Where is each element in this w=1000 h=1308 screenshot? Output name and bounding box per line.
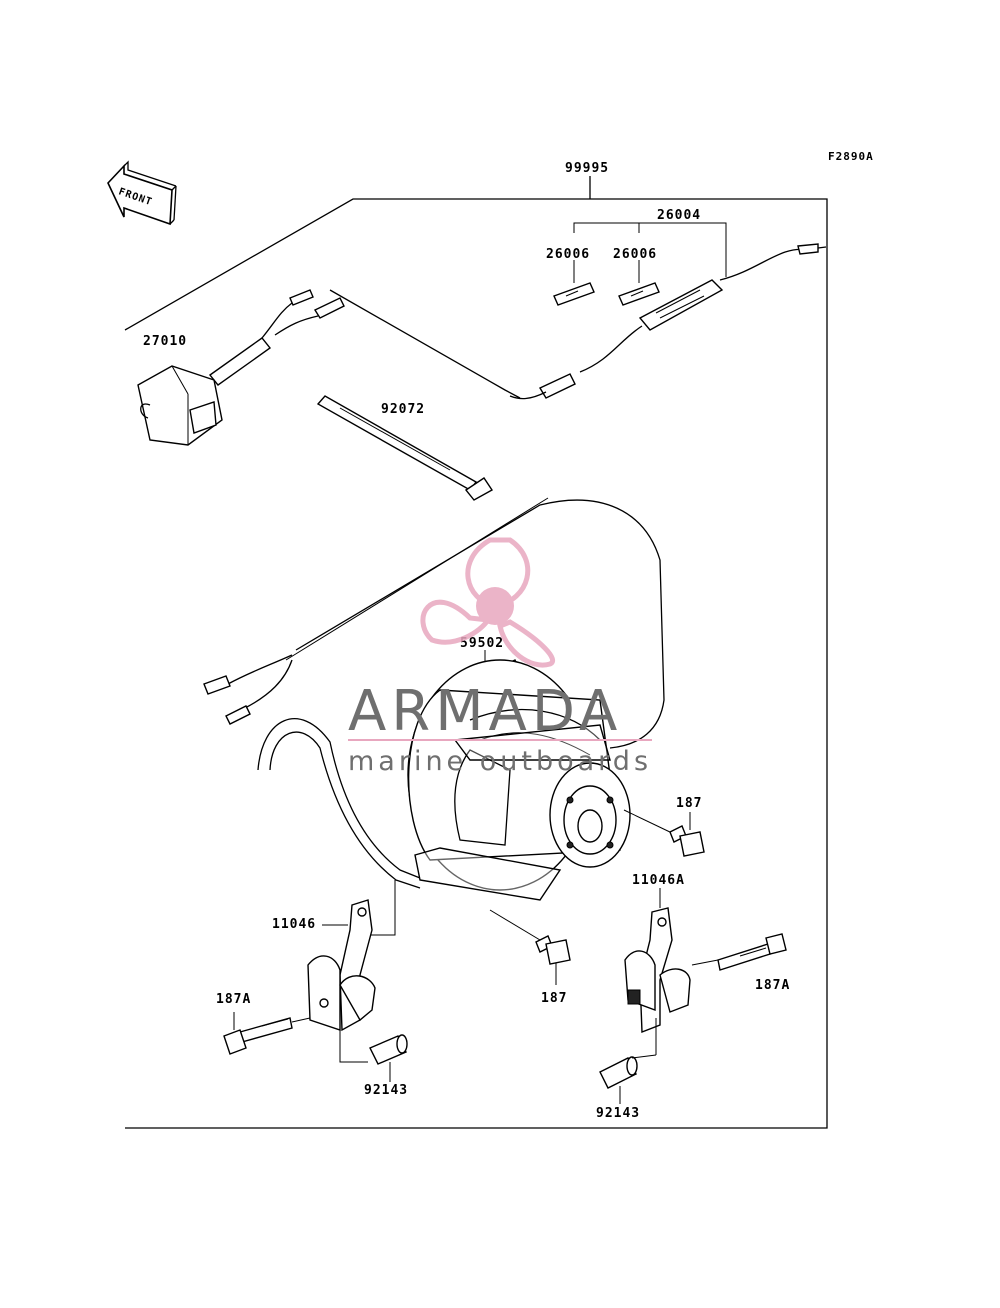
cable-tie xyxy=(316,395,494,501)
bracket-left xyxy=(307,880,396,1063)
fuse-left xyxy=(553,260,595,306)
watermark-subtitle: marine outboards xyxy=(348,746,652,777)
label-26004: 26004 xyxy=(657,208,701,223)
label-26006-left: 26006 xyxy=(546,247,590,262)
fuse-holder-harness xyxy=(509,222,827,400)
bolt-187-lower xyxy=(489,909,571,985)
label-59502: 59502 xyxy=(460,636,504,651)
label-92143-right: 92143 xyxy=(596,1106,640,1121)
label-187-lower: 187 xyxy=(541,991,567,1006)
label-92072: 92072 xyxy=(381,402,425,417)
label-26006-right: 26006 xyxy=(613,247,657,262)
label-27010: 27010 xyxy=(143,334,187,349)
switch-unit xyxy=(137,289,521,446)
long-bolt-left xyxy=(223,1012,311,1055)
fuse-right xyxy=(618,260,660,306)
kit-frame xyxy=(124,176,828,1129)
label-11046A: 11046A xyxy=(632,873,685,888)
long-bolt-right xyxy=(691,933,787,971)
label-187-right: 187 xyxy=(676,796,702,811)
collar-right xyxy=(599,1054,657,1104)
figure-code: F2890A xyxy=(828,150,874,163)
bolt-187-right xyxy=(623,809,705,857)
label-11046: 11046 xyxy=(272,917,316,932)
armada-logo-icon xyxy=(420,537,555,668)
label-92143-left: 92143 xyxy=(364,1083,408,1098)
label-187A-left: 187A xyxy=(216,992,251,1007)
label-187A-right: 187A xyxy=(755,978,790,993)
front-arrow-icon: FRONT xyxy=(107,160,177,226)
collar-left xyxy=(369,1034,408,1082)
label-99995: 99995 xyxy=(565,161,609,176)
watermark-title: ARMADA xyxy=(348,679,622,744)
bracket-right xyxy=(624,888,691,1055)
fan-assembly xyxy=(407,650,631,901)
